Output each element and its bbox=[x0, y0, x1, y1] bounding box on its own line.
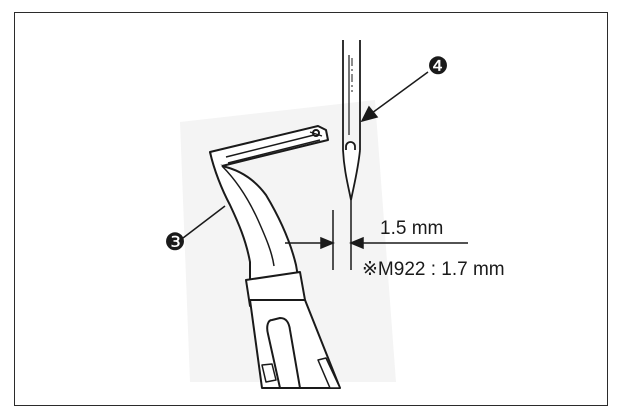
hook-callout-marker: ❸ bbox=[164, 229, 186, 256]
clearance-label: 1.5 mm bbox=[380, 218, 443, 239]
needle-leader-arrowhead bbox=[360, 105, 379, 123]
hook-leader-line bbox=[182, 205, 226, 239]
arrowhead-right bbox=[349, 236, 364, 250]
needle-callout-marker: ❹ bbox=[427, 53, 449, 80]
dimension-lines bbox=[285, 210, 468, 270]
needle-leader-line bbox=[371, 71, 429, 114]
hook-part bbox=[209, 125, 341, 389]
callout-leaders bbox=[182, 71, 429, 239]
needle bbox=[342, 40, 361, 212]
alternate-clearance-label: ※M922 : 1.7 mm bbox=[362, 259, 505, 280]
arrowhead-left bbox=[320, 236, 335, 250]
